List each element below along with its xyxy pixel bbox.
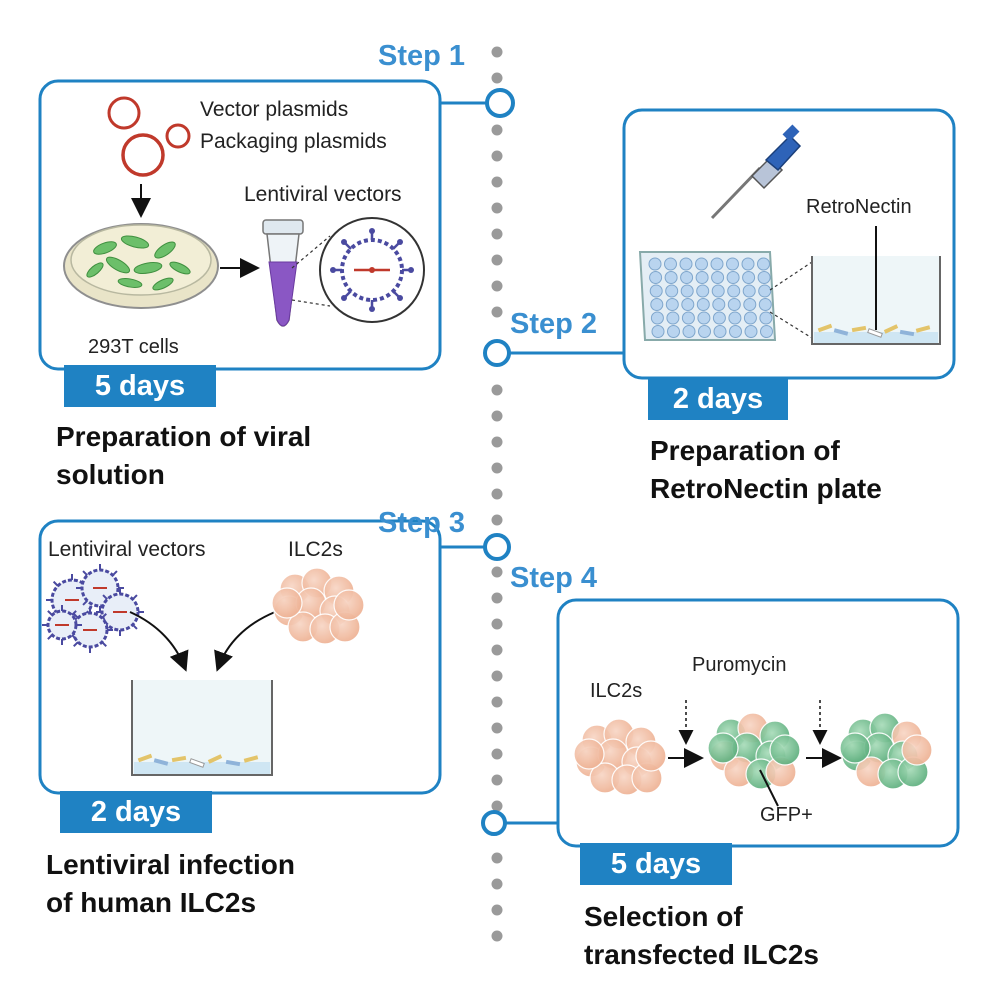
step4-connector bbox=[481, 810, 558, 836]
step4-duration-badge: 5 days bbox=[580, 843, 732, 885]
retronectin-well-icon bbox=[811, 226, 941, 345]
step2-label: Step 2 bbox=[510, 308, 598, 340]
virus-to-well-arrow bbox=[129, 611, 189, 672]
step2-connector bbox=[483, 339, 624, 367]
lentivirus-zoom-icon bbox=[319, 217, 425, 323]
lentiviral-vectors-label: Lentiviral vectors bbox=[48, 538, 206, 561]
timeline bbox=[491, 46, 503, 942]
step3-connector bbox=[440, 533, 511, 561]
cells-to-well-arrow bbox=[214, 611, 276, 672]
gfp-cluster-icon bbox=[839, 712, 933, 790]
gfp-label: GFP+ bbox=[760, 804, 813, 826]
vector-plasmids-label: Vector plasmids bbox=[200, 98, 349, 121]
mixed-cluster-icon bbox=[707, 712, 801, 790]
puromycin-label: Puromycin bbox=[692, 654, 787, 676]
packaging-plasmids-label: Packaging plasmids bbox=[200, 130, 387, 153]
retronectin-label: RetroNectin bbox=[806, 196, 912, 218]
infection-well-icon bbox=[131, 680, 273, 776]
step3-duration-badge: 2 days bbox=[60, 791, 212, 833]
lentivirus-cluster-icon bbox=[42, 564, 144, 653]
cells-label: 293T cells bbox=[88, 336, 179, 358]
step1-connector bbox=[440, 88, 515, 118]
ilc2s-label: ILC2s bbox=[288, 538, 343, 561]
well-plate-icon bbox=[638, 251, 777, 341]
plasmid-icons bbox=[107, 96, 191, 177]
tube-icon bbox=[262, 219, 304, 327]
step1-duration-badge: 5 days bbox=[64, 365, 216, 407]
ilc2-cluster-start-icon bbox=[573, 718, 667, 796]
petri-dish-icon bbox=[63, 223, 219, 309]
step3-label: Step 3 bbox=[378, 507, 466, 539]
ilc2s-label: ILC2s bbox=[590, 680, 643, 702]
pipette-icon bbox=[710, 124, 802, 220]
step1-label: Step 1 bbox=[378, 40, 466, 72]
ilc2-cluster-icon bbox=[271, 567, 365, 645]
lentiviral-vectors-label: Lentiviral vectors bbox=[244, 183, 402, 206]
step2-duration-badge: 2 days bbox=[648, 378, 788, 420]
step4-label: Step 4 bbox=[510, 562, 598, 594]
